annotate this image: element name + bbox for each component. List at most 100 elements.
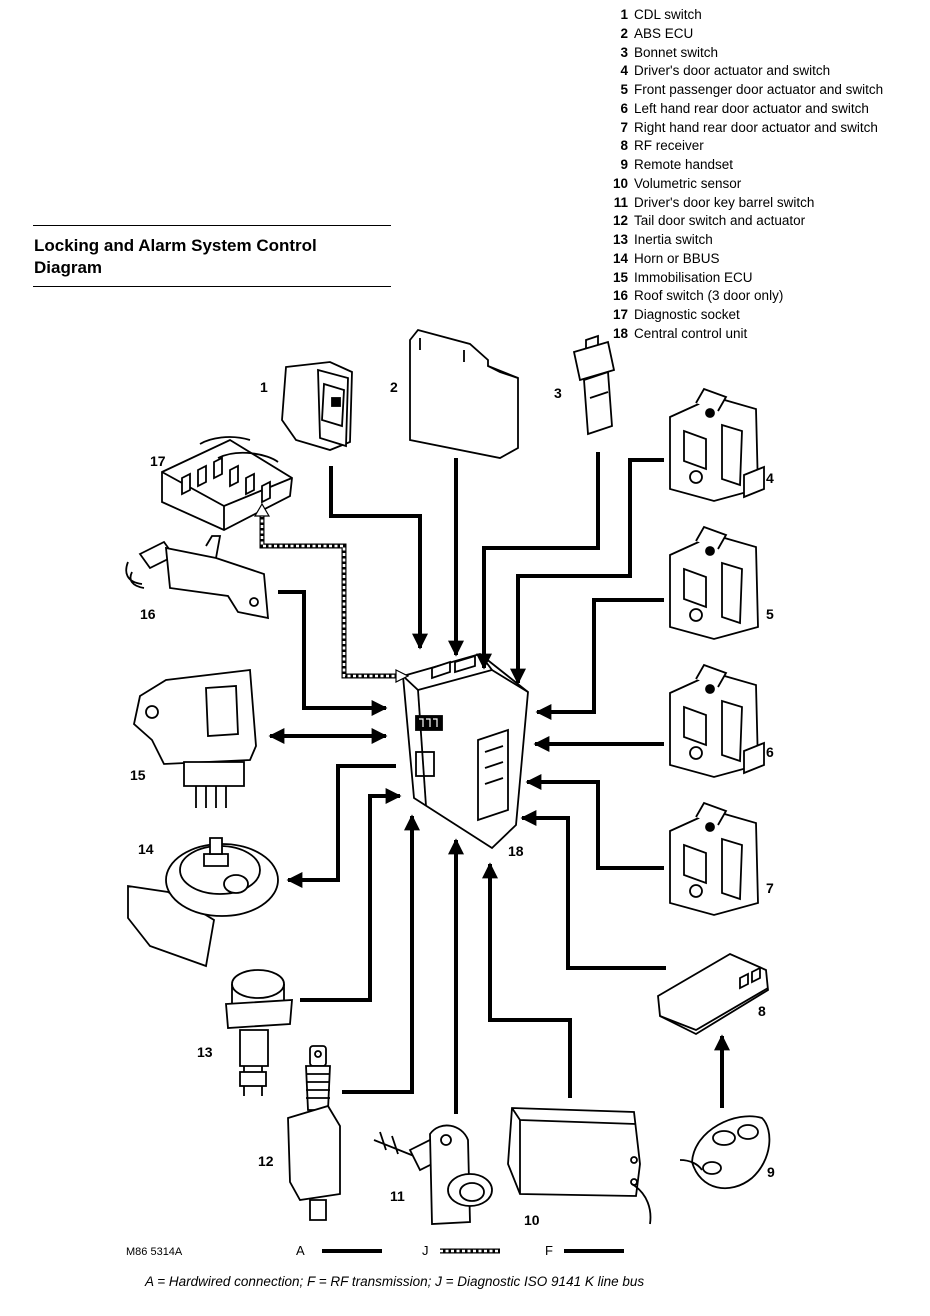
legend-label: Tail door switch and actuator — [634, 213, 806, 229]
legend-item: 8 RF receiver — [598, 137, 928, 156]
legend-label: ABS ECU — [634, 25, 694, 41]
legend-label: Inertia switch — [634, 232, 713, 247]
door-actuator-7 — [669, 801, 759, 916]
immobilisation-ecu — [133, 668, 257, 808]
key-letter-f: F — [545, 1243, 553, 1258]
legend-number: 13 — [612, 232, 628, 247]
title-top-rule — [33, 225, 391, 226]
callout-8: 8 — [758, 1003, 766, 1019]
horn — [127, 837, 279, 968]
hardwired-connections — [268, 452, 666, 1114]
legend-number: 7 — [620, 119, 628, 135]
callout-12: 12 — [258, 1153, 274, 1169]
legend-item: 18 Central control unit — [598, 325, 928, 344]
legend-label: Left hand rear door actuator and switch — [634, 100, 869, 116]
legend-number: 2 — [620, 25, 628, 41]
legend-number: 12 — [612, 213, 628, 229]
rf-receiver — [657, 952, 769, 1036]
legend-number: 8 — [620, 138, 628, 154]
legend-item: 11 Driver's door key barrel switch — [598, 194, 928, 213]
door-actuator-6 — [669, 663, 765, 778]
abs-ecu — [409, 328, 519, 459]
legend-number: 16 — [612, 288, 628, 304]
legend-number: 5 — [620, 82, 628, 97]
legend-item: 12 Tail door switch and actuator — [598, 212, 928, 231]
legend-number: 4 — [620, 63, 628, 79]
callout-11: 11 — [390, 1188, 405, 1204]
title-bottom-rule — [33, 286, 391, 287]
callout-18: 18 — [508, 843, 524, 859]
legend-label: Driver's door key barrel switch — [634, 194, 815, 210]
callout-1: 1 — [260, 379, 268, 395]
legend-item: 16 Roof switch (3 door only) — [598, 287, 928, 306]
title-line-1: Locking and Alarm System Control — [34, 236, 317, 255]
legend-number: 1 — [620, 7, 628, 22]
callout-17: 17 — [150, 453, 166, 469]
figure-code: M86 5314A — [126, 1246, 183, 1258]
legend-number: 9 — [620, 157, 628, 172]
callout-14: 14 — [138, 841, 154, 857]
legend-label: Volumetric sensor — [634, 175, 742, 191]
title-line-2: Diagram — [34, 258, 103, 277]
callout-7: 7 — [766, 880, 774, 896]
volumetric-sensor — [507, 1107, 652, 1225]
bonnet-switch — [572, 334, 616, 436]
callout-4: 4 — [766, 470, 774, 486]
key-letter-j: J — [422, 1243, 429, 1258]
legend-number: 14 — [612, 250, 628, 266]
legend-item: 13 Inertia switch — [598, 231, 928, 250]
callout-15: 15 — [130, 767, 146, 783]
legend-label: Roof switch (3 door only) — [634, 288, 784, 304]
legend-label: Horn or BBUS — [634, 250, 720, 266]
callout-3: 3 — [554, 385, 562, 401]
inertia-switch — [225, 969, 293, 1096]
legend-number: 17 — [612, 307, 628, 322]
key-barrel-switch — [373, 1124, 493, 1225]
legend-number: 6 — [620, 100, 628, 116]
callout-10: 10 — [524, 1212, 540, 1228]
legend-item: 9 Remote handset — [598, 156, 928, 175]
diagnostic-k-line — [253, 502, 410, 683]
callout-16: 16 — [140, 606, 156, 622]
door-actuator-5 — [669, 525, 759, 640]
legend-number: 11 — [613, 194, 628, 210]
legend-label: CDL switch — [634, 7, 702, 22]
callout-13: 13 — [197, 1044, 213, 1060]
legend-label: Driver's door actuator and switch — [634, 63, 831, 79]
legend-label: Central control unit — [634, 325, 748, 341]
legend-label: RF receiver — [634, 138, 704, 154]
legend-item: 2 ABS ECU — [598, 25, 928, 44]
legend-label: Immobilisation ECU — [634, 269, 753, 285]
remote-handset — [679, 1115, 771, 1190]
cdl-switch — [281, 361, 353, 451]
legend-label: Right hand rear door actuator and switch — [634, 119, 878, 135]
legend-number: 10 — [612, 175, 628, 191]
legend-item: 7 Right hand rear door actuator and switc… — [598, 119, 928, 138]
legend-label: Front passenger door actuator and switch — [634, 82, 884, 97]
legend-item: 14 Horn or BBUS — [598, 250, 928, 269]
door-actuator-4 — [669, 387, 765, 502]
tail-door-actuator — [287, 1045, 341, 1221]
legend-item: 17 Diagnostic socket — [598, 306, 928, 325]
callout-2: 2 — [390, 379, 398, 395]
callout-9: 9 — [767, 1164, 775, 1180]
legend-item: 4 Driver's door actuator and switch — [598, 62, 928, 81]
legend-caption: A = Hardwired connection; F = RF transmi… — [145, 1274, 645, 1289]
legend-item: 1 CDL switch — [598, 6, 928, 25]
legend-label: Remote handset — [634, 157, 734, 172]
legend-item: 5 Front passenger door actuator and switc… — [598, 81, 928, 100]
legend-item: 10 Volumetric sensor — [598, 175, 928, 194]
roof-switch — [125, 535, 270, 620]
legend-label: Diagnostic socket — [634, 307, 740, 322]
central-control-unit — [402, 653, 529, 850]
legend-item: 15 Immobilisation ECU — [598, 269, 928, 288]
legend-number: 15 — [612, 269, 628, 285]
legend-number: 18 — [612, 325, 628, 341]
diagnostic-socket — [161, 436, 293, 531]
legend-item: 6 Left hand rear door actuator and switch — [598, 100, 928, 119]
legend-label: Bonnet switch — [634, 44, 719, 60]
